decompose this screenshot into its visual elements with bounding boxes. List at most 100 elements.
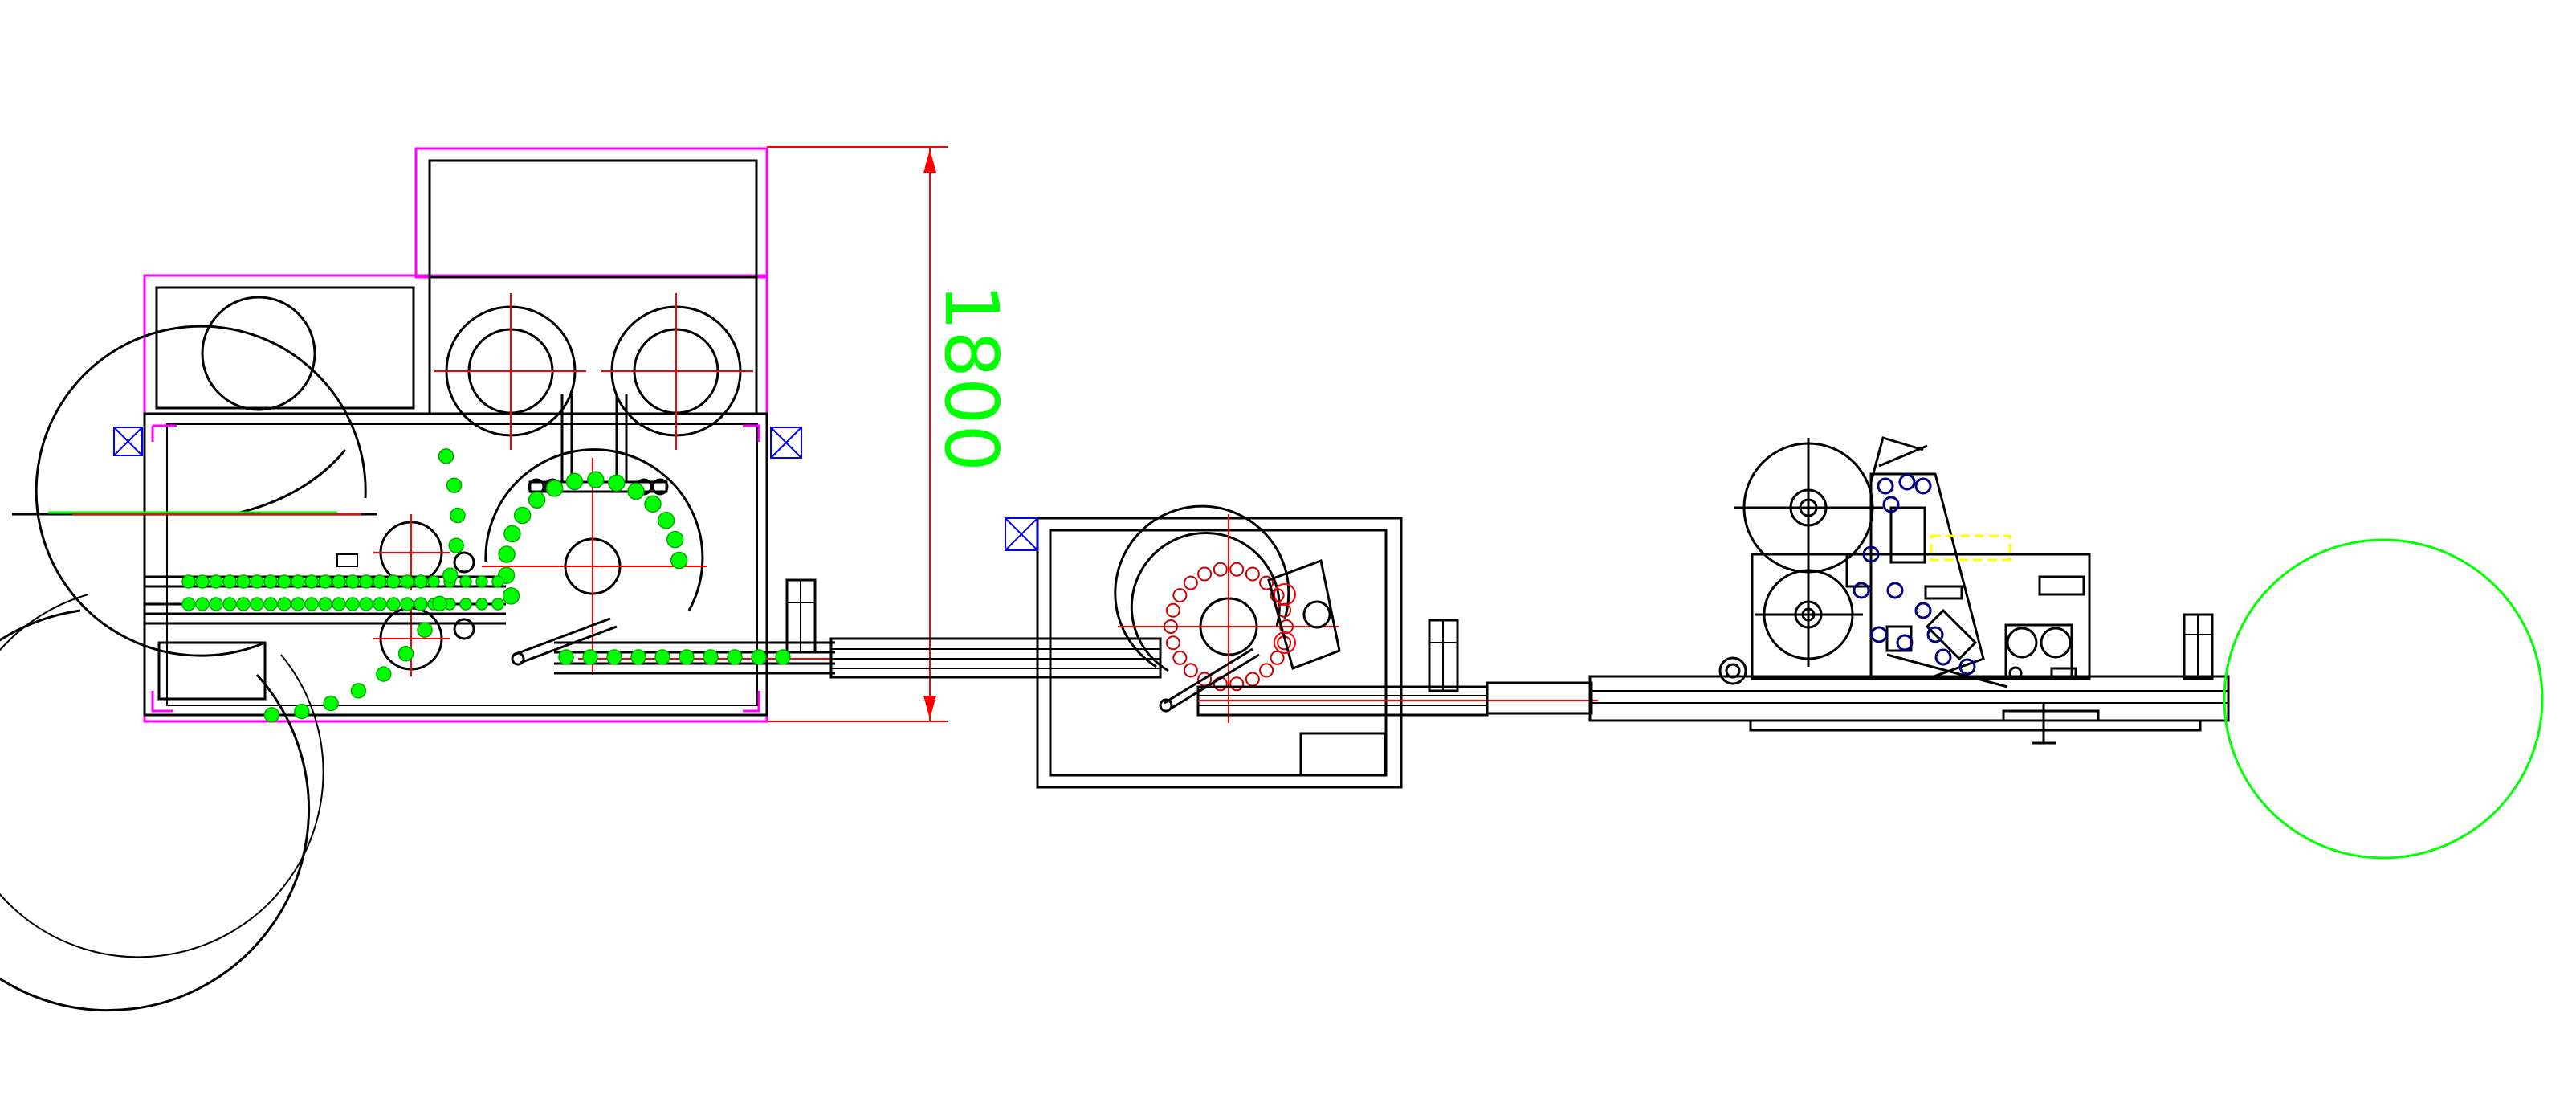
- roller: [1862, 545, 1880, 563]
- bottle: [386, 574, 401, 589]
- bottle: [332, 574, 346, 589]
- bottle: [250, 574, 264, 589]
- labeling-machine: [1588, 436, 2230, 745]
- bottles: [181, 448, 791, 723]
- bottle: [236, 574, 251, 589]
- bottle: [373, 574, 387, 589]
- bottle: [427, 575, 440, 588]
- bottle: [359, 597, 373, 611]
- bottle: [345, 597, 360, 611]
- bottle: [565, 472, 584, 491]
- bottle: [502, 587, 520, 605]
- bottle: [294, 703, 310, 720]
- bottle: [438, 448, 454, 464]
- bottle: [475, 575, 488, 588]
- bottle: [475, 598, 488, 611]
- bottle: [459, 575, 472, 588]
- bottle: [263, 574, 278, 589]
- bottle: [209, 574, 223, 589]
- bottle: [373, 597, 387, 611]
- bottle: [558, 649, 574, 665]
- bottle: [222, 597, 237, 611]
- bottle: [222, 574, 237, 589]
- starwheel-pocket: [1164, 619, 1178, 634]
- roller: [1882, 496, 1900, 513]
- x-marker-left: [113, 427, 143, 456]
- bottle: [291, 574, 305, 589]
- starwheel-pocket: [1259, 663, 1274, 678]
- roller: [1914, 477, 1932, 495]
- starwheel-pocket: [1270, 650, 1285, 665]
- bottle: [291, 597, 305, 611]
- bottle: [323, 695, 339, 712]
- starwheel-pocket: [1165, 635, 1180, 651]
- bottle: [263, 707, 280, 723]
- bottle: [209, 597, 223, 611]
- bottle: [277, 574, 291, 589]
- bottle: [679, 649, 695, 665]
- bottle: [332, 597, 346, 611]
- conveyor-section-1: [829, 637, 1162, 679]
- reel-left: [434, 293, 586, 450]
- bottle: [751, 649, 767, 665]
- starwheel-pocket: [1172, 650, 1188, 665]
- bottle: [195, 597, 210, 611]
- bottle: [345, 574, 360, 589]
- dimension-label: 1800: [928, 284, 1014, 472]
- bottle: [528, 491, 546, 509]
- upper-cabinet: [428, 159, 758, 279]
- bottle: [400, 597, 414, 611]
- bottle: [666, 530, 684, 549]
- starwheel-pocket: [1197, 566, 1213, 582]
- starwheel-pocket: [1213, 562, 1228, 577]
- frame-outline-upper: [414, 147, 768, 279]
- bottle: [498, 545, 516, 563]
- dimension-1800: 1800: [767, 146, 1014, 722]
- bottle: [263, 597, 278, 611]
- label-rollers: [1853, 473, 1976, 676]
- bottle: [318, 597, 332, 611]
- x-marker-right: [770, 427, 802, 459]
- roller: [1886, 582, 1904, 599]
- bottle: [670, 551, 688, 570]
- bottle: [630, 649, 646, 665]
- bottle: [304, 574, 319, 589]
- conveyor-section-2: [1196, 619, 1598, 717]
- bottle: [503, 525, 521, 543]
- capping-machine: [1005, 504, 1403, 789]
- starwheel-pocket: [1229, 676, 1245, 692]
- roller: [1914, 602, 1932, 619]
- bottle: [397, 645, 414, 662]
- reel-right: [601, 293, 753, 450]
- starwheel-pocket: [1165, 602, 1180, 618]
- bottle: [414, 597, 428, 611]
- frame-outline-lower: [143, 274, 768, 723]
- bottle: [657, 512, 675, 529]
- starwheel-pocket: [1259, 575, 1274, 590]
- starwheel-small-b: [373, 601, 450, 676]
- bottle: [627, 482, 645, 500]
- hopper-circle: [201, 296, 316, 411]
- bottle: [491, 598, 504, 611]
- left-cabinet: [155, 286, 415, 410]
- bottle: [703, 649, 719, 665]
- bottle: [304, 597, 319, 611]
- bottle: [318, 574, 332, 589]
- bottle: [386, 597, 401, 611]
- bottle: [236, 597, 251, 611]
- starwheel-pocket: [1172, 588, 1188, 603]
- starwheel-pocket: [1229, 562, 1245, 577]
- bottle: [513, 506, 532, 525]
- bottle: [359, 574, 373, 589]
- bottle: [448, 537, 464, 553]
- bottle: [775, 649, 791, 665]
- bottle: [644, 495, 662, 513]
- label-reel-top: [1734, 438, 1883, 578]
- bottle: [587, 471, 605, 488]
- roller: [1870, 626, 1888, 643]
- bottle: [582, 649, 598, 665]
- x-marker-middle: [1005, 517, 1038, 551]
- bottle: [417, 622, 433, 638]
- bottle: [450, 507, 466, 524]
